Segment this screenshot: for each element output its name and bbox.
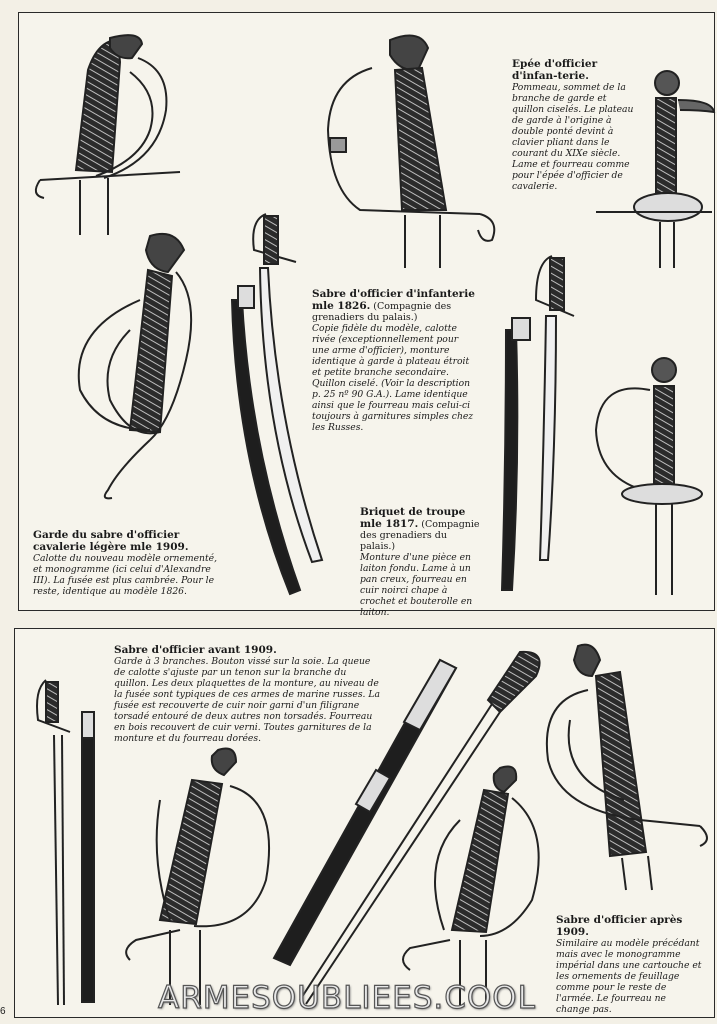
caption-avant-1909-title: Sabre d'officier avant 1909. bbox=[114, 644, 277, 656]
caption-avant-1909: Sabre d'officier avant 1909. Garde à 3 b… bbox=[114, 644, 384, 744]
watermark: ARMESOUBLIEES.COOL bbox=[157, 979, 536, 1016]
caption-garde-1909-body: Calotte du nouveau modèle ornementé, et … bbox=[33, 553, 217, 597]
caption-sabre-1826-subtitle: (Compagnie des grenadiers du palais.) bbox=[312, 301, 452, 323]
caption-epee-title: Epée d'officier d'infan-terie. bbox=[512, 58, 598, 82]
caption-epee-officier: Epée d'officier d'infan-terie. Pommeau, … bbox=[512, 58, 634, 192]
caption-garde-1909-title: Garde du sabre d'officier cavalerie légè… bbox=[33, 529, 189, 553]
hilt-illustration-5 bbox=[402, 765, 540, 1005]
sabre-1826-illustration bbox=[230, 213, 324, 596]
caption-sabre-1826-body: Copie fidèle du modèle, calotte rivée (e… bbox=[312, 323, 474, 433]
caption-briquet-1817: Briquet de troupe mle 1817. (Compagnie d… bbox=[360, 506, 484, 618]
hilt-illustration-4 bbox=[125, 747, 270, 1005]
top-plate bbox=[18, 12, 715, 611]
hilt-illustration-1 bbox=[34, 34, 181, 235]
hilt-illustration-3 bbox=[77, 232, 193, 500]
sabre-avant-1909-full bbox=[36, 679, 95, 1006]
briquet-1817-illustration bbox=[500, 255, 575, 591]
caption-apres-1909-title: Sabre d'officier après 1909. bbox=[556, 914, 683, 938]
page-number: 6 bbox=[0, 1006, 6, 1017]
scabbard-illustration bbox=[272, 650, 541, 1005]
caption-epee-body: Pommeau, sommet de la branche de garde e… bbox=[512, 82, 634, 192]
hilt-illustration-2 bbox=[326, 34, 496, 268]
hilt-illustration-6 bbox=[545, 643, 708, 891]
epee-illustration-2 bbox=[594, 357, 703, 595]
caption-apres-1909: Sabre d'officier après 1909. Similaire a… bbox=[556, 914, 702, 1015]
caption-briquet-body: Monture d'une pièce en laiton fondu. Lam… bbox=[360, 552, 473, 618]
caption-briquet-title: Briquet de troupe mle 1817. bbox=[360, 506, 466, 530]
epee-illustration bbox=[596, 70, 716, 268]
caption-briquet-subtitle: (Compagnie des grenadiers du palais.) bbox=[360, 519, 480, 552]
caption-avant-1909-body: Garde à 3 branches. Bouton vissé sur la … bbox=[114, 656, 380, 744]
caption-sabre-1826-title: Sabre d'officier d'infanterie mle 1826. bbox=[312, 288, 475, 312]
caption-apres-1909-body: Similaire au modèle précédant mais avec … bbox=[556, 938, 702, 1015]
caption-sabre-1826: Sabre d'officier d'infanterie mle 1826. … bbox=[312, 288, 476, 433]
caption-garde-1909: Garde du sabre d'officier cavalerie légè… bbox=[33, 529, 225, 597]
